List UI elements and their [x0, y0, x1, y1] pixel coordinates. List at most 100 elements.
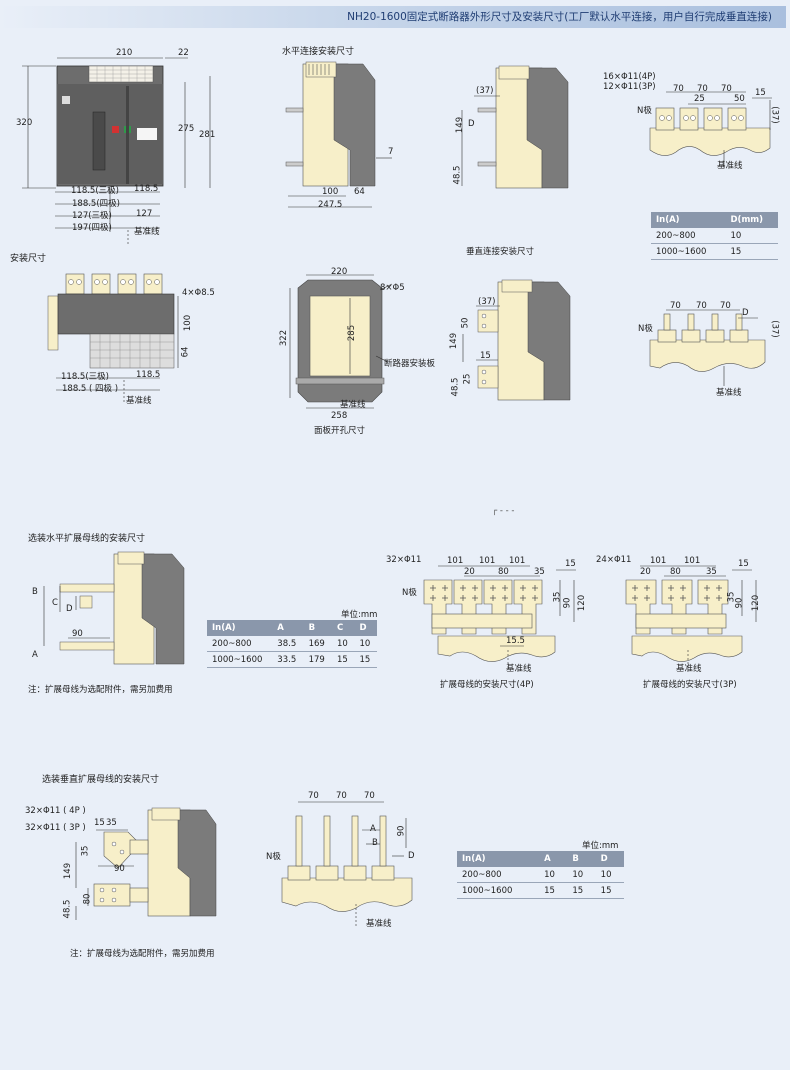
t3-r1c3: 15	[595, 882, 624, 899]
t3-h1: A	[539, 851, 568, 867]
t1-r1c0: 1000~1600	[651, 243, 726, 260]
mount-plate-label: 断路器安装板	[384, 359, 436, 369]
datum-label-8: 基准线	[366, 919, 392, 929]
t3-h3: D	[595, 851, 624, 867]
dim-vbt70b: 70	[336, 791, 347, 801]
dim-vbt-a: A	[370, 824, 376, 834]
page-title: NH20-1600固定式断路器外形尺寸及安装尺寸(工厂默认水平连接，用户自行完成…	[347, 11, 772, 23]
dim-b3-120: 120	[751, 594, 762, 612]
t3-r1c1: 15	[539, 882, 568, 899]
datum-label-7: 基准线	[676, 664, 702, 674]
dim-b3-101a: 101	[650, 556, 667, 566]
dim-vt70a: 70	[670, 301, 681, 311]
dim-b3-35: 35	[706, 567, 717, 577]
section-title-busbar-3p: 扩展母线的安装尺寸(3P)	[643, 680, 737, 690]
dim-188-4p: 188.5(四极)	[72, 199, 120, 209]
datum-label-5: 基准线	[716, 388, 742, 398]
dim-vt-d: D	[742, 308, 749, 318]
note-1: 注：扩展母线为选配附件，需另加费用	[28, 685, 173, 695]
dim-tt15: 15	[755, 88, 766, 98]
t2-h1: A	[272, 620, 304, 636]
dim-t37: (37)	[476, 86, 494, 96]
t2-r0c2: 169	[303, 636, 332, 652]
dim-281: 281	[199, 130, 216, 140]
t2-r1c2: 179	[303, 651, 332, 668]
dim-b3-15: 15	[738, 559, 749, 569]
dim-vb-holes-4p: 32×Φ11 ( 4P )	[25, 806, 86, 816]
dim-m118-3p: 118.5(三极)	[61, 372, 109, 382]
dim-vt37: (37)	[769, 320, 780, 338]
dim-p-holes: 8×Φ5	[380, 283, 405, 293]
t2-r1c4: 15	[354, 651, 377, 668]
t1-r0c0: 200~800	[651, 228, 726, 244]
dim-hb90: 90	[72, 629, 83, 639]
dim-vbt-b: B	[372, 838, 378, 848]
dim-b4-101b: 101	[479, 556, 496, 566]
t2-r0c3: 10	[331, 636, 355, 652]
t2-h3: C	[331, 620, 355, 636]
t3-r0c1: 10	[539, 867, 568, 883]
dim-vb-holes-3p: 32×Φ11 ( 3P )	[25, 823, 86, 833]
dim-p220: 220	[331, 267, 348, 277]
section-title-busbar-4p: 扩展母线的安装尺寸(4P)	[440, 680, 534, 690]
t2-r1c1: 33.5	[272, 651, 304, 668]
dim-hb-a: A	[32, 650, 38, 660]
t3-h2: B	[567, 851, 596, 867]
t1-r1c1: 15	[725, 243, 778, 260]
unit-label-1: 单位:mm	[341, 610, 378, 620]
dim-v15: 15	[480, 351, 491, 361]
dim-m-holes: 4×Φ8.5	[182, 288, 215, 298]
dim-127: 127	[136, 209, 153, 219]
dim-v37: (37)	[478, 297, 496, 307]
dim-118: 118.5	[134, 184, 159, 194]
dim-m118: 118.5	[136, 370, 161, 380]
dim-b3-80: 80	[670, 567, 681, 577]
dim-275: 275	[178, 124, 195, 134]
dim-tt70c: 70	[721, 84, 732, 94]
section-title-vertical: 垂直连接安装尺寸	[466, 247, 535, 257]
dim-vt70c: 70	[720, 301, 731, 311]
dim-b4-15: 15	[565, 559, 576, 569]
header-bar: NH20-1600固定式断路器外形尺寸及安装尺寸(工厂默认水平连接，用户自行完成…	[0, 6, 786, 28]
dim-v149: 149	[449, 332, 460, 350]
dim-b4-120: 120	[577, 594, 588, 612]
dim-m100: 100	[183, 314, 194, 332]
section-title-vert-busbar: 选装垂直扩展母线的安装尺寸	[42, 775, 160, 785]
dim-hb-d: D	[66, 604, 73, 614]
unit-label-2: 单位:mm	[582, 841, 619, 851]
t2-r1c3: 15	[331, 651, 355, 668]
t3-r1c2: 15	[567, 882, 596, 899]
dim-tt70a: 70	[673, 84, 684, 94]
dim-holes-3p: 12×Φ11(3P)	[603, 82, 656, 92]
t2-r1c0: 1000~1600	[207, 651, 273, 668]
dim-hb-c: C	[52, 598, 58, 608]
dim-197-4p: 197(四极)	[72, 223, 112, 233]
dim-vb149: 149	[63, 862, 74, 880]
dim-b4-35v: 35	[552, 591, 563, 603]
dim-b4-holes: 32×Φ11	[386, 555, 422, 565]
note-2: 注：扩展母线为选配附件，需另加费用	[70, 949, 215, 959]
dim-vb15: 15	[94, 818, 105, 828]
t2-r0c0: 200~800	[207, 636, 273, 652]
t2-r0c4: 10	[354, 636, 377, 652]
t2-h2: B	[303, 620, 332, 636]
datum-label-3: 基准线	[126, 396, 152, 406]
dim-b4-20: 20	[464, 567, 475, 577]
datum-label-2: 基准线	[717, 161, 743, 171]
dim-p258: 258	[331, 411, 348, 421]
dim-b3-101b: 101	[684, 556, 701, 566]
dim-b4-80: 80	[498, 567, 509, 577]
dim-p322: 322	[279, 329, 290, 347]
t3-h0: In(A)	[457, 851, 540, 867]
dim-b4-155: 15.5	[506, 636, 525, 646]
t1-r0c1: 10	[725, 228, 778, 244]
dim-b4-101c: 101	[509, 556, 526, 566]
dim-vbt-d: D	[408, 851, 415, 861]
datum-label-4: 基准线	[340, 400, 366, 410]
section-title-mount: 安装尺寸	[10, 254, 47, 264]
t2-r0c1: 38.5	[272, 636, 304, 652]
dim-hb-b: B	[32, 587, 38, 597]
dim-b3-20: 20	[640, 567, 651, 577]
dim-holes-4p: 16×Φ11(4P)	[603, 72, 656, 82]
